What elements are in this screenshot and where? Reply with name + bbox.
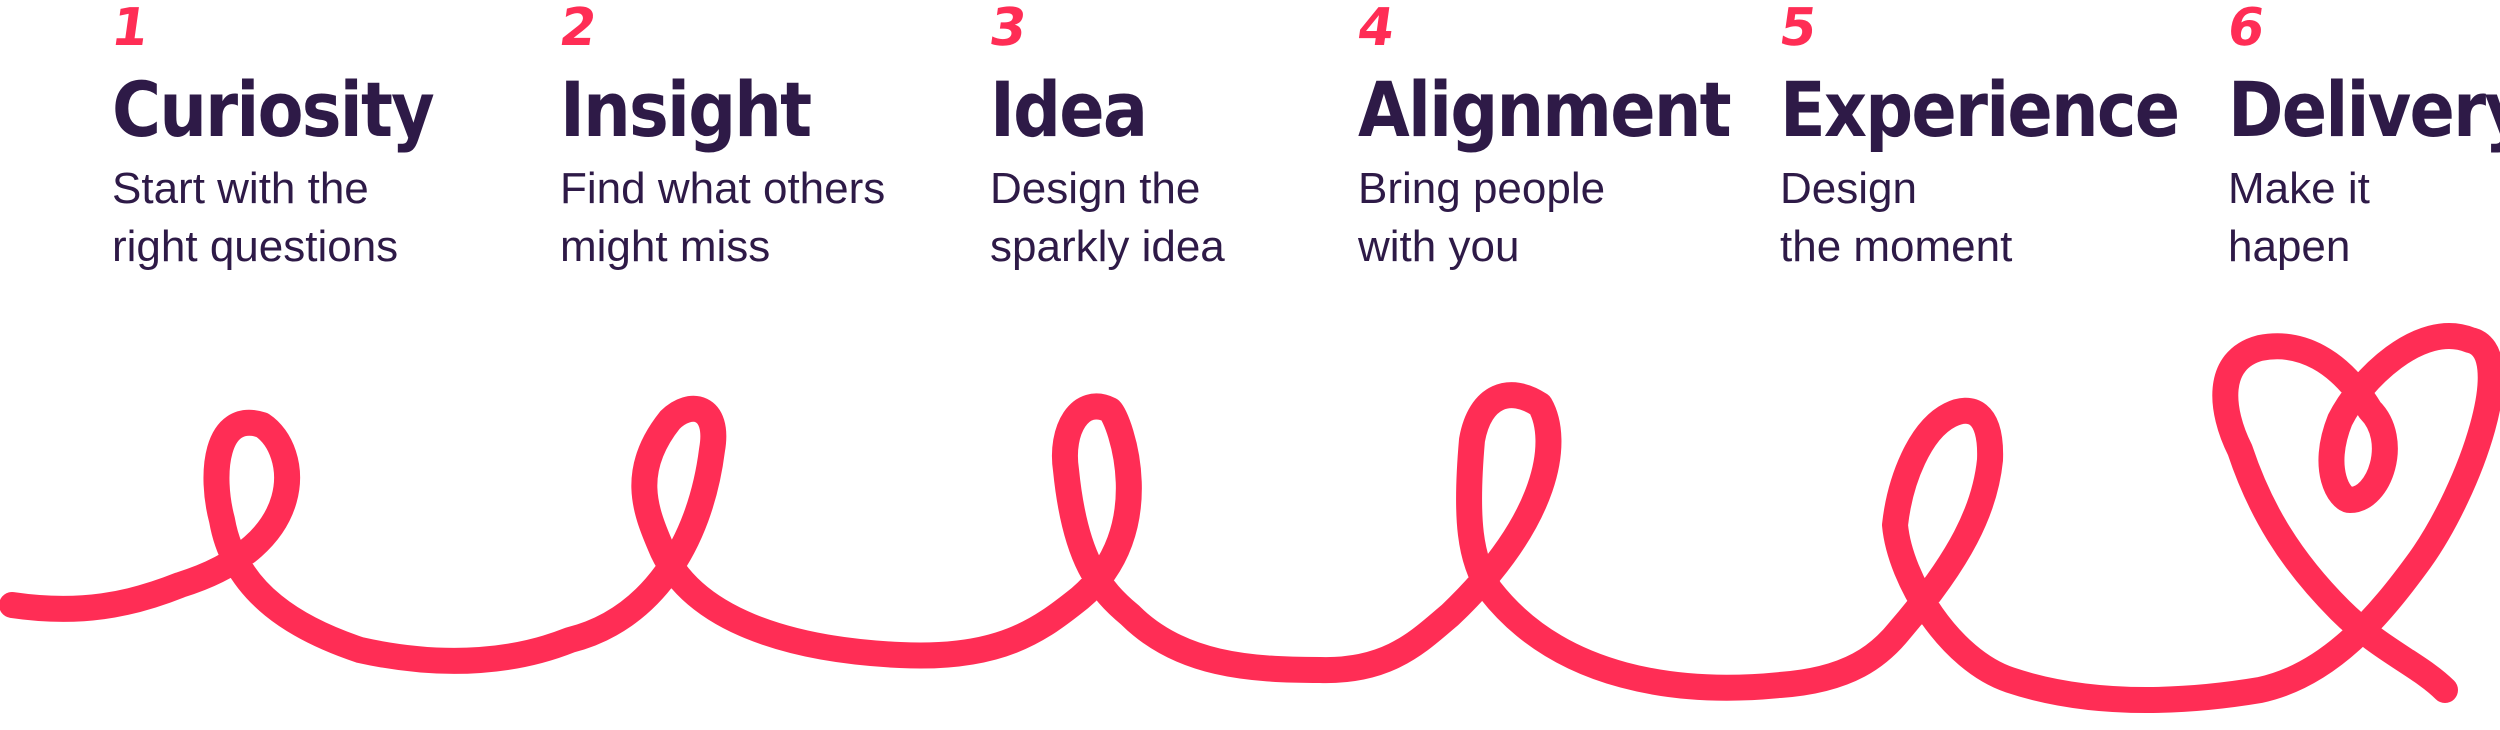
squiggle-line	[0, 323, 2500, 713]
step-description: Find what others might miss	[560, 160, 885, 276]
step-description-line: with you	[1358, 222, 1520, 271]
step-description: Make it hapen	[2228, 160, 2370, 276]
step-description-line: Start with the	[112, 164, 369, 213]
step-description: Design the moment	[1780, 160, 2012, 276]
step-description-line: sparkly idea	[990, 222, 1225, 271]
step-description-line: hapen	[2228, 222, 2351, 271]
step-description-line: Make it	[2228, 164, 2370, 213]
step-title: Delivery	[2228, 65, 2500, 154]
step-description-line: the moment	[1780, 222, 2013, 271]
step-title: Idea	[990, 65, 1148, 154]
step-title: Experience	[1780, 65, 2180, 154]
step-description-line: Find what others	[560, 164, 886, 213]
step-description-line: Design the	[990, 164, 1201, 213]
step-description-line: right questions	[112, 222, 399, 271]
step-description: Bring people with you	[1358, 160, 1605, 276]
step-description-line: Bring people	[1358, 164, 1606, 213]
step-description-line: might miss	[560, 222, 771, 271]
step-title: Curiosity	[112, 65, 435, 154]
step-description: Start with the right questions	[112, 160, 398, 276]
step-description-line: Design	[1780, 164, 1917, 213]
step-title: Alignment	[1358, 65, 1732, 154]
step-description: Design the sparkly idea	[990, 160, 1225, 276]
step-title: Insight	[560, 65, 812, 154]
